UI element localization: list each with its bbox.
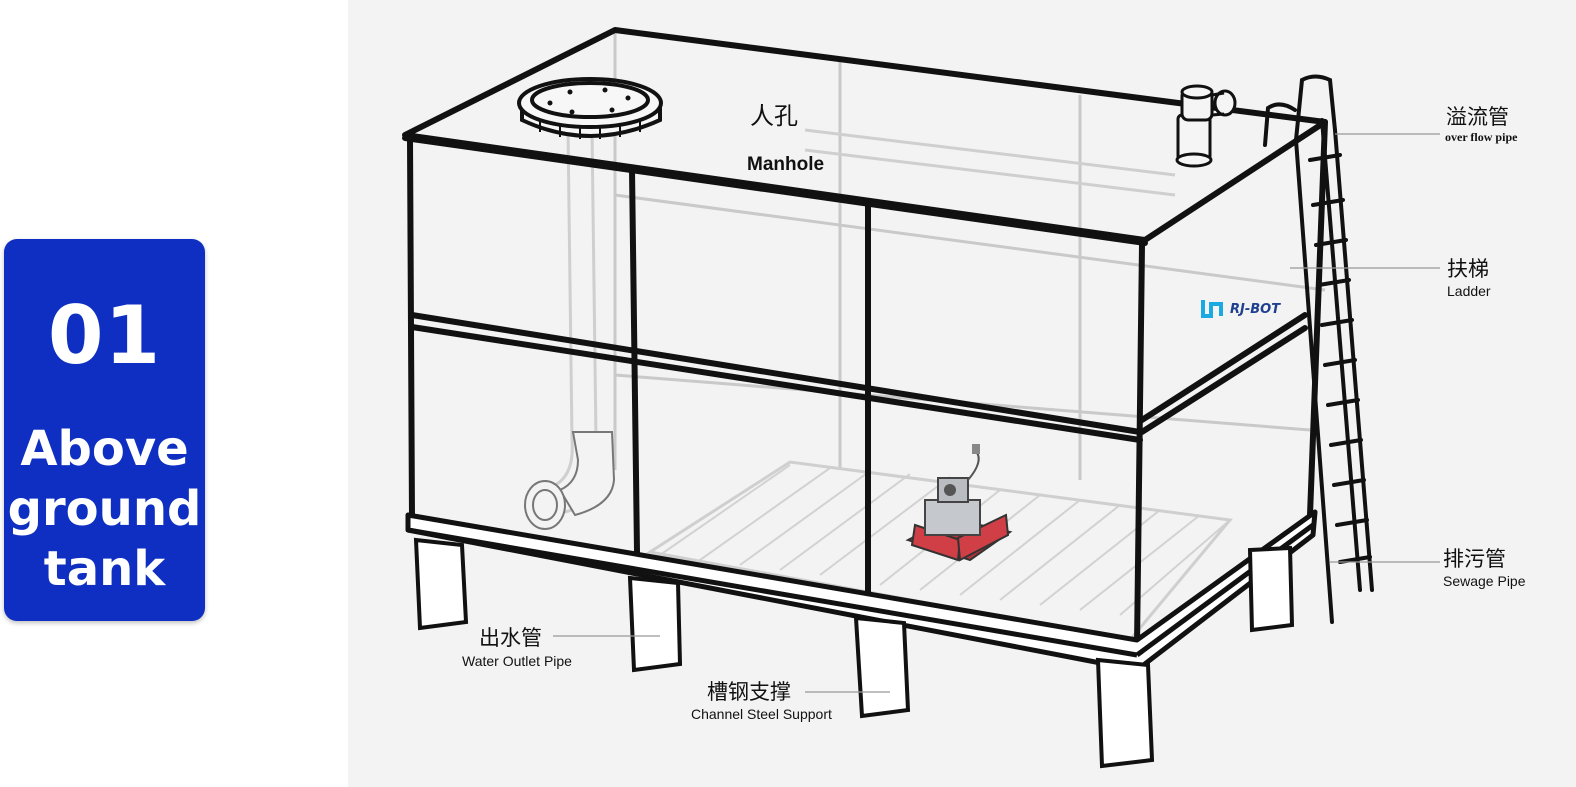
sewage-pipe-label-zh: 排污管	[1443, 547, 1506, 571]
water-outlet-pipe-label-zh: 出水管	[479, 626, 542, 650]
section-title-line-1: Above	[20, 421, 189, 477]
crawler-robot-icon	[905, 444, 1013, 562]
channel-steel-support-label-zh: 槽钢支撑	[707, 680, 791, 704]
manhole-label-zh: 人孔	[750, 102, 798, 130]
section-title-line-2: ground	[7, 481, 202, 537]
manhole-label-en: Manhole	[747, 154, 824, 175]
water-outlet-pipe-label-en: Water Outlet Pipe	[462, 653, 572, 669]
ladder-label-en: Ladder	[1447, 283, 1491, 299]
overflow-pipe-label-zh: 溢流管	[1446, 105, 1509, 129]
section-number: 01	[47, 289, 162, 382]
ladder-label-zh: 扶梯	[1447, 257, 1489, 281]
section-badge: 01 Above ground tank	[4, 239, 205, 621]
rj-bot-logo-icon: RJ-BOT	[1201, 300, 1281, 318]
brand-logo-text: RJ-BOT	[1230, 302, 1281, 317]
overflow-pipe-label-en: over flow pipe	[1445, 130, 1518, 144]
sewage-pipe-label-en: Sewage Pipe	[1443, 573, 1526, 589]
section-title-line-3: tank	[43, 541, 166, 597]
channel-steel-support-label-en: Channel Steel Support	[691, 706, 832, 722]
